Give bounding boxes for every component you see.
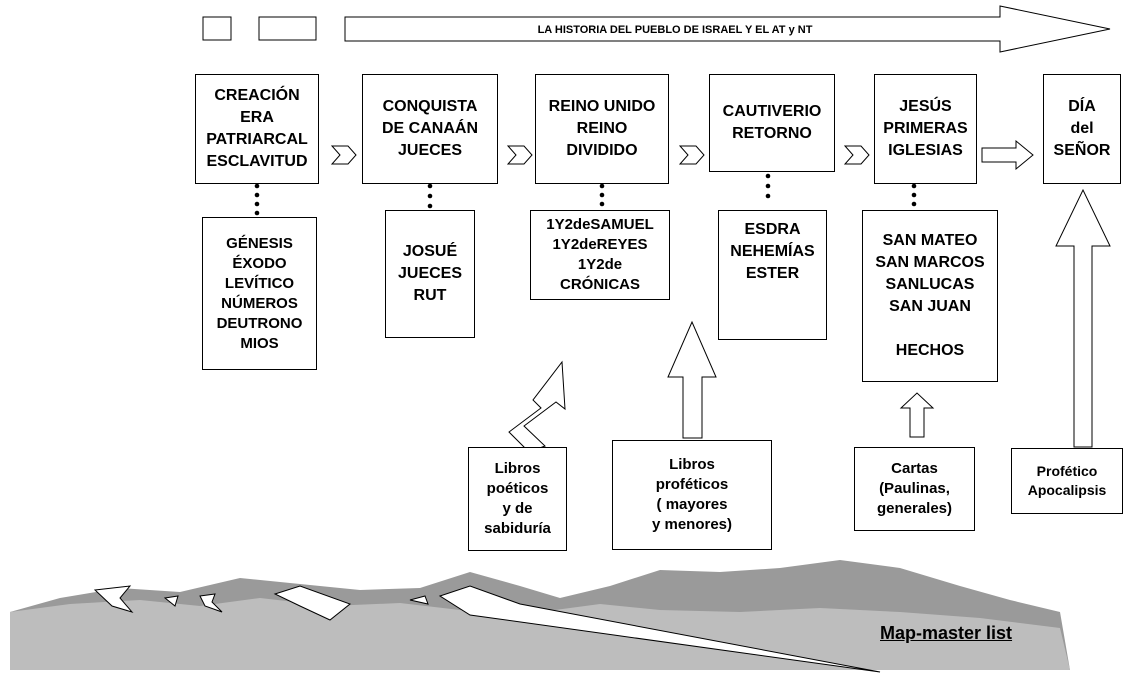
- timeline-banner-arrow: [344, 5, 1111, 53]
- mountain-landscape: [10, 560, 1070, 673]
- books-label: 1Y2deSAMUEL 1Y2deREYES 1Y2de CRÓNICAS: [546, 216, 654, 293]
- books-label: JOSUÉ JUECES RUT: [397, 243, 463, 304]
- up-arrow-icon: [667, 320, 717, 439]
- chevron-icon: [678, 145, 705, 165]
- banner-title: LA HISTORIA DEL PUEBLO DE ISRAEL Y EL AT…: [537, 24, 813, 36]
- period-box-captivity: CAUTIVERIO RETORNO: [709, 74, 835, 172]
- up-arrow-icon: [1055, 188, 1111, 448]
- period-label: DÍA del SEÑOR: [1053, 98, 1111, 159]
- chevron-icon: [843, 145, 870, 165]
- books-box-captivity: ESDRA NEHEMÍAS ESTER: [718, 210, 827, 340]
- books-box-kingdom: 1Y2deSAMUEL 1Y2deREYES 1Y2de CRÓNICAS: [530, 210, 670, 300]
- supplement-box-prophetic: Libros proféticos ( mayores y menores): [612, 440, 772, 550]
- snow-patch-4: [273, 585, 352, 621]
- books-box-gospels: SAN MATEO SAN MARCOS SANLUCAS SAN JUAN H…: [862, 210, 998, 382]
- period-label: JESÚS PRIMERAS IGLESIAS: [883, 98, 968, 159]
- snow-patch-5: [409, 595, 429, 605]
- period-label: CAUTIVERIO RETORNO: [722, 103, 822, 142]
- period-box-conquest: CONQUISTA DE CANAÁN JUECES: [362, 74, 498, 184]
- mountain-front-range: [10, 598, 1070, 670]
- snow-patch-3: [199, 593, 223, 613]
- books-box-pentateuch: GÉNESIS ÉXODO LEVÍTICO NÚMEROS DEUTRONO …: [202, 217, 317, 370]
- snow-patch-2: [163, 595, 179, 607]
- snow-streak: [438, 585, 881, 673]
- books-label: GÉNESIS ÉXODO LEVÍTICO NÚMEROS DEUTRONO …: [216, 234, 303, 352]
- books-box-conquest: JOSUÉ JUECES RUT: [385, 210, 475, 338]
- period-label: CONQUISTA DE CANAÁN JUECES: [382, 98, 478, 159]
- chevron-icon: [330, 145, 357, 165]
- books-label: SAN MATEO SAN MARCOS SANLUCAS SAN JUAN H…: [875, 232, 985, 359]
- snow-patch-1: [93, 585, 134, 613]
- supplement-label: Cartas (Paulinas, generales): [876, 460, 953, 517]
- books-label: ESDRA NEHEMÍAS ESTER: [730, 221, 815, 282]
- supplement-box-letters: Cartas (Paulinas, generales): [854, 447, 975, 531]
- supplement-label: Profético Apocalipsis: [1027, 463, 1107, 498]
- legend-box-2: [258, 16, 317, 41]
- up-arrow-icon: [508, 360, 566, 453]
- period-box-jesus: JESÚS PRIMERAS IGLESIAS: [874, 74, 977, 184]
- legend-box-1: [202, 16, 232, 41]
- period-box-creation: CREACIÓN ERA PATRIARCAL ESCLAVITUD: [195, 74, 319, 184]
- supplement-box-revelation: Profético Apocalipsis: [1011, 448, 1123, 514]
- period-box-day-of-lord: DÍA del SEÑOR: [1043, 74, 1121, 184]
- right-arrow-icon: [981, 139, 1034, 171]
- period-label: CREACIÓN ERA PATRIARCAL ESCLAVITUD: [206, 87, 308, 170]
- map-master-list-link[interactable]: Map-master list: [880, 623, 1013, 643]
- supplement-box-poetic: Libros poéticos y de sabiduría: [468, 447, 567, 551]
- period-box-kingdom: REINO UNIDO REINO DIVIDIDO: [535, 74, 669, 184]
- up-arrow-icon: [899, 392, 935, 438]
- chevron-icon: [506, 145, 533, 165]
- supplement-label: Libros poéticos y de sabiduría: [484, 460, 551, 537]
- period-label: REINO UNIDO REINO DIVIDIDO: [548, 98, 656, 159]
- supplement-label: Libros proféticos ( mayores y menores): [651, 456, 733, 533]
